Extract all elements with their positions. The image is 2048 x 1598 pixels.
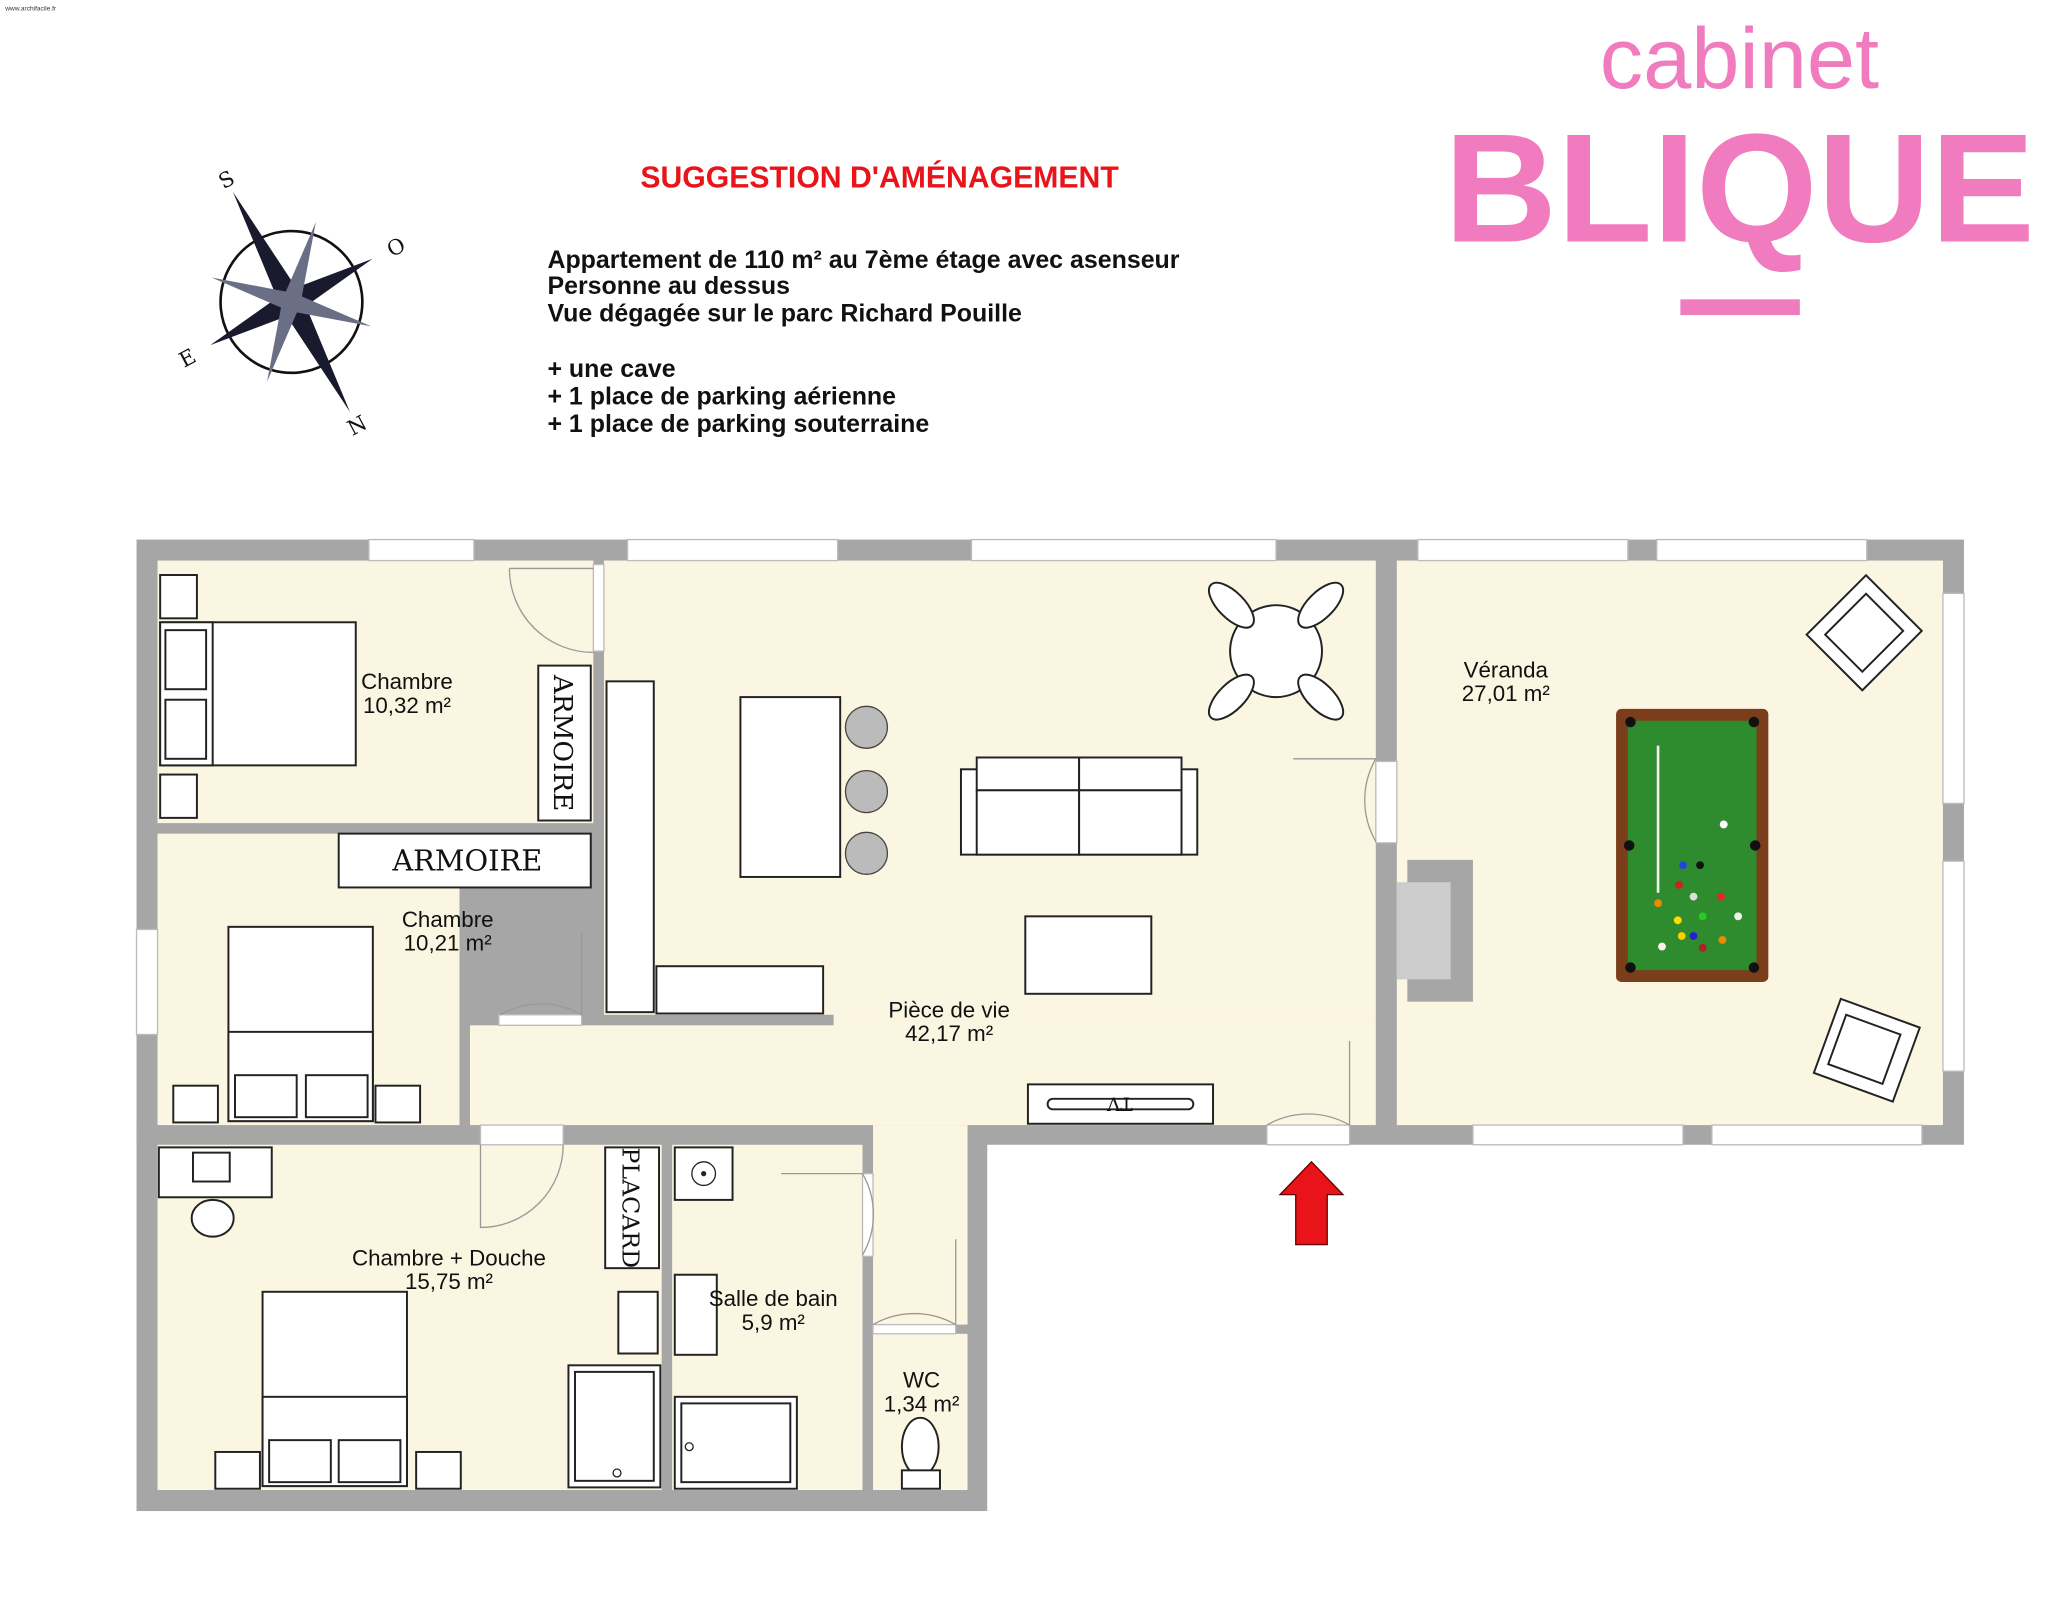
description-line: + une cave — [547, 355, 675, 383]
kitchen-island — [739, 696, 842, 878]
compass-e: E — [175, 344, 200, 372]
room-piece-de-vie — [469, 1020, 1376, 1126]
tv-label: TV — [1106, 1093, 1132, 1114]
washing-machine — [673, 1146, 734, 1201]
kitchen-counter — [655, 965, 825, 1015]
desk — [157, 1146, 273, 1238]
description-line: Personne au dessus — [547, 272, 790, 300]
compass-rose-icon: S N O E — [175, 166, 409, 441]
compass-n: N — [343, 411, 370, 441]
description: Appartement de 110 m² au 7ème étage avec… — [547, 246, 1179, 438]
coffee-table — [1024, 915, 1153, 995]
tv-unit: TV — [1026, 1083, 1215, 1125]
room-name: Chambre — [402, 907, 494, 932]
room-name: Pièce de vie — [888, 997, 1009, 1022]
doors[interactable] — [479, 567, 1377, 1326]
pool-table — [1616, 708, 1769, 982]
placard-label: PLACARD — [616, 1148, 644, 1269]
placard: PLACARD — [604, 1146, 661, 1270]
sink — [617, 1290, 659, 1355]
logo-bar — [1680, 299, 1800, 316]
room-area: 27,01 m² — [1462, 681, 1550, 706]
armchair — [1805, 573, 1924, 692]
compass-o: O — [383, 233, 409, 262]
room-area: 15,75 m² — [405, 1269, 493, 1294]
room-labels: Chambre 10,32 m² Chambre 10,21 m² Pièce … — [352, 657, 1550, 1416]
room-area: 5,9 m² — [742, 1310, 805, 1335]
armoire-horizontal: ARMOIRE — [337, 832, 592, 889]
armoire-vertical: ARMOIRE — [537, 664, 592, 822]
description-line: + 1 place de parking souterraine — [547, 410, 929, 438]
compass-s: S — [215, 166, 239, 194]
entrance-arrow-icon — [1278, 1160, 1345, 1246]
room-name: Véranda — [1464, 657, 1549, 682]
armchair — [1812, 997, 1922, 1103]
sink — [673, 1273, 718, 1356]
bed — [172, 925, 422, 1124]
toilet — [900, 1416, 941, 1490]
shower — [567, 1364, 662, 1489]
watermark: www.archifacile.fr — [4, 6, 57, 13]
logo-line1: cabinet — [1600, 11, 1879, 107]
armoire-label: ARMOIRE — [391, 843, 542, 877]
bathtub-shower — [673, 1395, 798, 1490]
page-title: SUGGESTION D'AMÉNAGEMENT — [640, 161, 1119, 195]
room-area: 10,32 m² — [363, 693, 451, 718]
bed — [214, 1290, 462, 1490]
description-line: Appartement de 110 m² au 7ème étage avec… — [547, 246, 1179, 274]
bed — [159, 574, 357, 819]
windows — [135, 538, 1965, 1335]
description-line: + 1 place de parking aérienne — [547, 382, 896, 410]
room-name: Chambre — [361, 669, 453, 694]
description-line: Vue dégagée sur le parc Richard Pouille — [547, 300, 1022, 328]
room-name: WC — [903, 1368, 940, 1393]
room-area: 10,21 m² — [404, 930, 492, 955]
room-area: 42,17 m² — [905, 1021, 993, 1046]
sofa — [959, 756, 1199, 856]
room-name: Chambre + Douche — [352, 1246, 546, 1271]
room-area: 1,34 m² — [884, 1391, 960, 1416]
floors — [157, 560, 1943, 1491]
logo-line2: BLIQUE — [1444, 102, 2035, 275]
room-name: Salle de bain — [709, 1286, 838, 1311]
armoire-label: ARMOIRE — [547, 674, 577, 811]
bar-stools — [844, 705, 889, 875]
cabinet-blique-logo: cabinet BLIQUE — [1444, 11, 2035, 316]
dining-table — [1207, 581, 1345, 721]
kitchen-counter — [605, 680, 655, 1014]
